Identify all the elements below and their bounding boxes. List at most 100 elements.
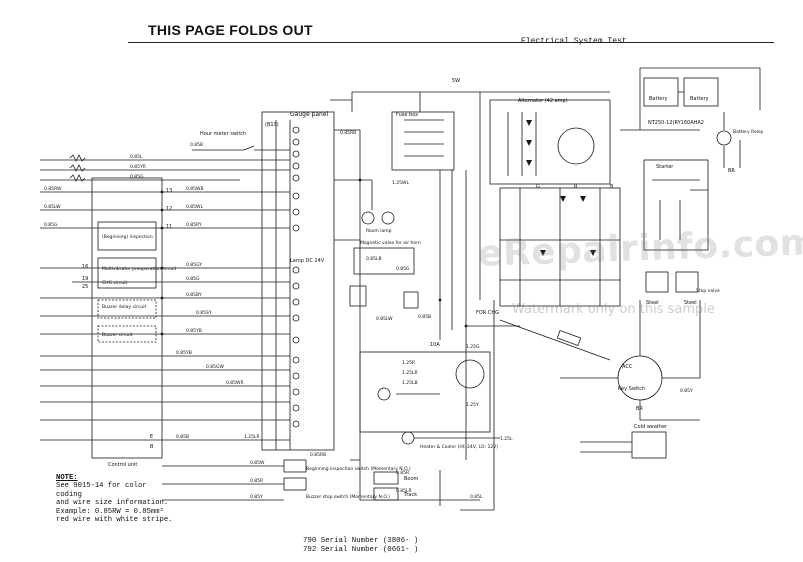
pin-label: 12	[166, 206, 172, 212]
pin-label: 19	[82, 276, 88, 282]
wire-label: 0.85YB	[186, 328, 202, 334]
battery-spec-label: NT250-12(RY160AHA2	[648, 120, 704, 126]
wire-label: 0.85Y	[680, 388, 693, 394]
wire-label: 0.85G	[186, 276, 200, 282]
wire-label: 0.85LW	[44, 204, 61, 210]
hour-meter-switch-label: Hour meter switch	[200, 131, 246, 137]
heater-cooler-box	[359, 351, 491, 433]
for-chg-label: FOR CHG	[476, 310, 499, 316]
wire-label: 0.85WB	[186, 186, 204, 192]
wire-label: 0.85RB	[310, 452, 326, 458]
pin-label: 13	[166, 188, 172, 194]
pin-label: E	[150, 434, 153, 440]
terminal-label: BR	[728, 168, 735, 174]
note-line: Example: 0.85RW = 0.85mm²	[56, 507, 164, 516]
stop-valve-label: Stop valve	[696, 288, 720, 294]
starter-box	[643, 159, 709, 251]
wire-label: 1.25Y	[466, 402, 479, 408]
steel-label-1: Steel	[646, 300, 659, 306]
control-unit-label: Control unit	[108, 462, 137, 468]
track-label: Track	[403, 492, 417, 498]
wire-label: 1.25LR	[402, 370, 418, 376]
beginning-inspection-label: (Beginning) inspection	[102, 234, 153, 240]
wire-label: 1.25R	[402, 360, 415, 366]
alternator-label: Alternator (42 amp)	[518, 98, 568, 104]
wire-label: 0.85B	[418, 314, 431, 320]
magnetic-valve-label: Magnetic valve for air horn	[360, 240, 421, 246]
starter-label: Starter	[656, 164, 674, 170]
pin-label: 11	[166, 224, 172, 230]
pin-label: 25	[82, 284, 88, 290]
wire-label: 0.85LW	[376, 316, 393, 322]
wire-label: 0.85BY	[186, 292, 202, 298]
alternator-box	[489, 99, 611, 185]
wire-label: 0.85YB	[176, 350, 192, 356]
multivibrator-box	[97, 257, 157, 289]
wire-label: 1.25G	[466, 344, 480, 350]
magnetic-valve-box	[353, 247, 415, 275]
wire-label: 0.85B	[176, 434, 189, 440]
wire-label: 0.85W	[250, 460, 265, 466]
wire-label: 0.85R	[250, 478, 263, 484]
key-switch-label: Key Switch	[618, 386, 645, 392]
fuse-10a-label: 10A	[430, 342, 440, 348]
beginning-inspection-box	[97, 221, 157, 251]
pin-label: B	[150, 444, 154, 450]
serial-numbers: 790 Serial Number (3806- ) 792 Serial Nu…	[303, 537, 418, 555]
beginning-switch-label: Beginning inspection switch (Momentary N…	[306, 466, 411, 472]
wire-label: 0.85WL	[186, 204, 203, 210]
wire-label: 0.85SY	[196, 310, 212, 316]
heater-cooler-label: Heater & Cooler (HI: 24V, LO: 12V)	[420, 444, 498, 450]
serial-line: 790 Serial Number (3806- )	[303, 537, 419, 545]
buzzer-stop-label: Buzzer stop switch (Momentary N.O.)	[306, 494, 390, 500]
header-rule	[128, 42, 774, 43]
gauge-lamps	[292, 126, 300, 428]
fuse-box-label: Fuse box	[396, 112, 418, 118]
cold-weather-box	[631, 431, 667, 459]
wire-label: 0.85G	[130, 174, 144, 180]
wire-label: 0.85G	[44, 222, 58, 228]
note-line: red wire with white stripe.	[56, 516, 173, 525]
terminal-label: G	[536, 184, 540, 190]
battery-relay-icon	[716, 130, 732, 146]
gauge-panel-label: Gauge panel	[290, 111, 329, 118]
cold-weather-label: Cold weather	[634, 424, 668, 430]
wire-label: 0.85L	[470, 494, 483, 500]
wire-label: 0.85B	[190, 142, 203, 148]
steel-label-2: Steel	[684, 300, 697, 306]
lamp-dc-label: Lamp DC 24V	[290, 258, 325, 264]
watermark-sub: Watermark only on this sample	[512, 302, 715, 317]
page-title: THIS PAGE FOLDS OUT	[148, 22, 313, 38]
wire-label: 1.25LB	[402, 380, 418, 386]
battery-2-label: Battery	[690, 96, 709, 102]
chg-circuit-label: CHG circuit	[102, 280, 127, 286]
buzzer-delay-box	[97, 299, 157, 319]
wire-label: 0.85LB	[366, 256, 382, 262]
note-title: NOTE:	[56, 474, 78, 482]
wire-label: 0.85GY	[186, 262, 202, 268]
wire-label: 0.85YR	[130, 164, 146, 170]
wire-label: 0.85RY	[186, 222, 202, 228]
room-lamp-label: Room lamp	[366, 228, 392, 234]
serial-line: 792 Serial Number (0661- )	[303, 546, 419, 554]
wire-label: 1.25WL	[392, 180, 409, 186]
section-title: Electrical System Test	[521, 37, 627, 46]
boom-label: Boom	[404, 476, 419, 482]
multivibrator-label: Multivibrator preoperation circuit	[102, 266, 177, 272]
b13-label: (B13)	[265, 122, 279, 128]
wire-label: 0.85GW	[206, 364, 225, 370]
control-unit-box	[91, 177, 163, 459]
wire-label: 1.25LR	[244, 434, 260, 440]
note-line: See 9015-14 for color coding	[56, 482, 147, 499]
terminal-label: ACC	[622, 364, 633, 370]
wire-label: 0.85G	[396, 266, 410, 272]
key-switch-icon	[617, 355, 663, 401]
wire-label: 0.85Y	[250, 494, 263, 500]
terminal-label: BR	[636, 406, 643, 412]
battery-relay-label: Battery Relay	[733, 129, 764, 135]
wire-label: 0.85RW	[44, 186, 62, 192]
alt-w-label: 5W	[452, 78, 460, 84]
note-line: and wire size information.	[56, 499, 169, 508]
wire-label: 0.85RB	[340, 130, 356, 136]
